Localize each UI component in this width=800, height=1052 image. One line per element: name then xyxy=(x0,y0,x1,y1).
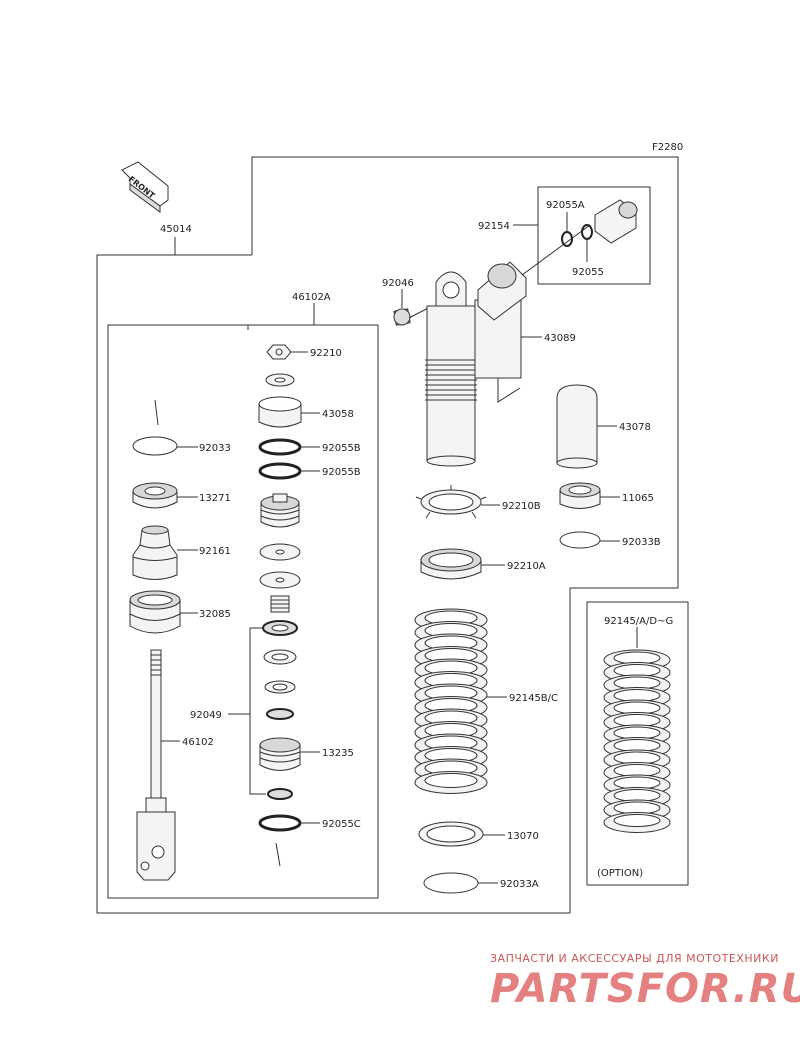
part-92033 xyxy=(132,399,178,456)
label-92161: 92161 xyxy=(199,546,231,557)
part-valve xyxy=(594,199,638,244)
label-43089: 43089 xyxy=(544,333,576,344)
part-92210 xyxy=(266,344,292,360)
label-46102A: 46102A xyxy=(292,292,331,303)
part-shock-body xyxy=(425,261,527,467)
label-92033A: 92033A xyxy=(500,879,539,890)
part-piston xyxy=(260,493,300,528)
label-13271: 13271 xyxy=(199,493,231,504)
assembly-outline xyxy=(96,156,679,914)
part-43078 xyxy=(556,384,598,469)
part-13235 xyxy=(259,737,301,771)
label-13070: 13070 xyxy=(507,831,539,842)
label-45014: 45014 xyxy=(160,224,192,235)
part-92046 xyxy=(393,308,411,326)
label-43058: 43058 xyxy=(322,409,354,420)
label-92055B-1: 92055B xyxy=(322,443,361,454)
label-92055B-2: 92055B xyxy=(322,467,361,478)
watermark-tagline: ЗАПЧАСТИ И АКСЕССУАРЫ ДЛЯ МОТОТЕХНИКИ xyxy=(490,952,779,965)
part-92145ADG-spring xyxy=(603,649,671,833)
front-arrow-icon: FRONT xyxy=(121,161,169,213)
part-small-spring xyxy=(270,595,290,613)
part-11065 xyxy=(559,482,601,509)
label-92055C: 92055C xyxy=(322,819,361,830)
label-43078: 43078 xyxy=(619,422,651,433)
label-92055: 92055 xyxy=(572,267,604,278)
part-13271 xyxy=(132,482,178,509)
label-92033: 92033 xyxy=(199,443,231,454)
reservoir-detail-box xyxy=(537,186,651,285)
part-92210B xyxy=(415,485,487,519)
reservoir-hose xyxy=(521,224,591,276)
part-92049-2 xyxy=(266,708,294,720)
label-13235: 13235 xyxy=(322,748,354,759)
part-46102-rod xyxy=(136,649,176,881)
label-92210A: 92210A xyxy=(507,561,546,572)
subassembly-box xyxy=(107,324,379,899)
bracket-92049 xyxy=(249,627,266,795)
part-92145BC-spring xyxy=(414,608,488,794)
option-box xyxy=(586,601,689,886)
part-92033B xyxy=(559,531,601,549)
part-92055C xyxy=(258,814,302,832)
part-92210A xyxy=(420,548,482,580)
label-11065: 11065 xyxy=(622,493,654,504)
label-46102: 46102 xyxy=(182,737,214,748)
part-43058 xyxy=(258,396,302,428)
label-92046: 92046 xyxy=(382,278,414,289)
label-92033B: 92033B xyxy=(622,537,661,548)
watermark-logo: PARTSFOR.RU xyxy=(490,966,800,1012)
part-92055B-1 xyxy=(258,438,302,456)
label-92145ADG: 92145/A/D~G xyxy=(604,616,673,627)
label-92154: 92154 xyxy=(478,221,510,232)
part-92033A xyxy=(423,872,479,894)
diagram-code: F2280 xyxy=(652,142,683,153)
label-92049: 92049 xyxy=(190,710,222,721)
label-option: (OPTION) xyxy=(597,868,643,879)
label-92055A: 92055A xyxy=(546,200,585,211)
label-92210B: 92210B xyxy=(502,501,541,512)
part-32085 xyxy=(129,590,181,634)
label-92210: 92210 xyxy=(310,348,342,359)
label-92145BC: 92145B/C xyxy=(509,693,558,704)
part-92055B-2 xyxy=(258,462,302,480)
part-92161 xyxy=(132,525,178,580)
part-92049-3 xyxy=(267,788,293,800)
label-32085: 32085 xyxy=(199,609,231,620)
